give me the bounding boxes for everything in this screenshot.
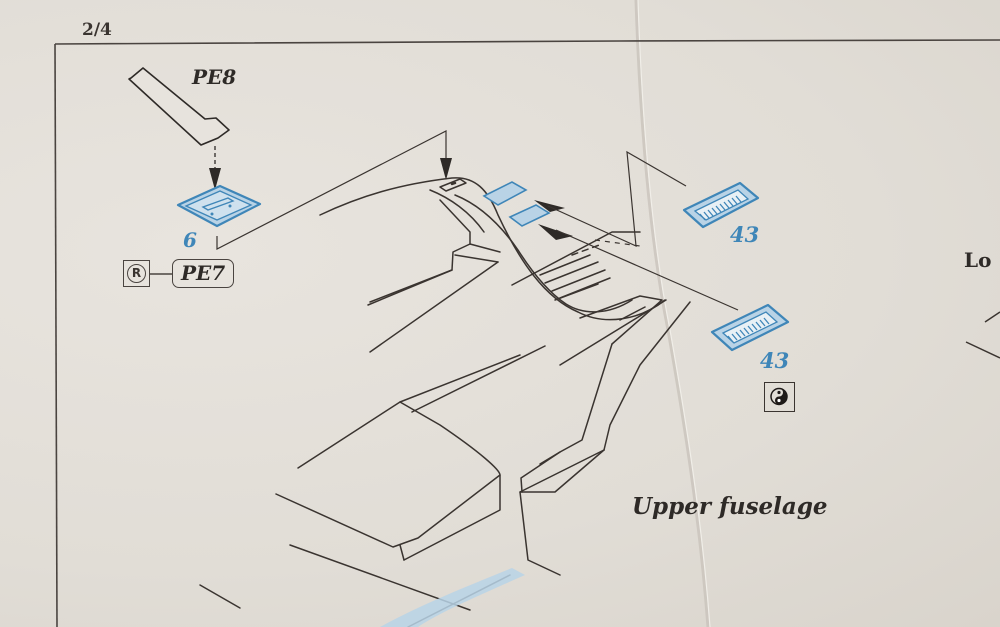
- part-43-bottom-grille: [710, 303, 790, 352]
- part-label-pe8: PE8: [192, 65, 237, 89]
- r-connector: [150, 273, 172, 275]
- fuselage-outline: [199, 177, 691, 627]
- part-6-plate: [176, 184, 262, 228]
- part-number-6: 6: [183, 228, 197, 252]
- section-title-upper-fuselage: Upper fuselage: [632, 493, 828, 520]
- blue-strip: [380, 568, 525, 627]
- part-6-leader: [216, 130, 447, 250]
- page-frame: [54, 39, 1000, 627]
- part-number-43-bottom: 43: [760, 348, 790, 373]
- page-number: 2/4: [82, 20, 112, 40]
- grille-arrows: [534, 200, 573, 240]
- pe8-arrow: [209, 146, 221, 190]
- installed-grilles: [482, 181, 551, 227]
- section-title-lower-cut: Lo: [964, 248, 992, 272]
- part-43-top-grille: [682, 181, 760, 229]
- part-label-pe7: PE7: [172, 259, 235, 288]
- r-mark-icon: R: [123, 260, 150, 287]
- part-number-43-top: 43: [730, 222, 760, 247]
- pe8-part: [128, 67, 230, 146]
- r-mark-letter: R: [127, 264, 146, 283]
- glue-icon: [764, 382, 795, 412]
